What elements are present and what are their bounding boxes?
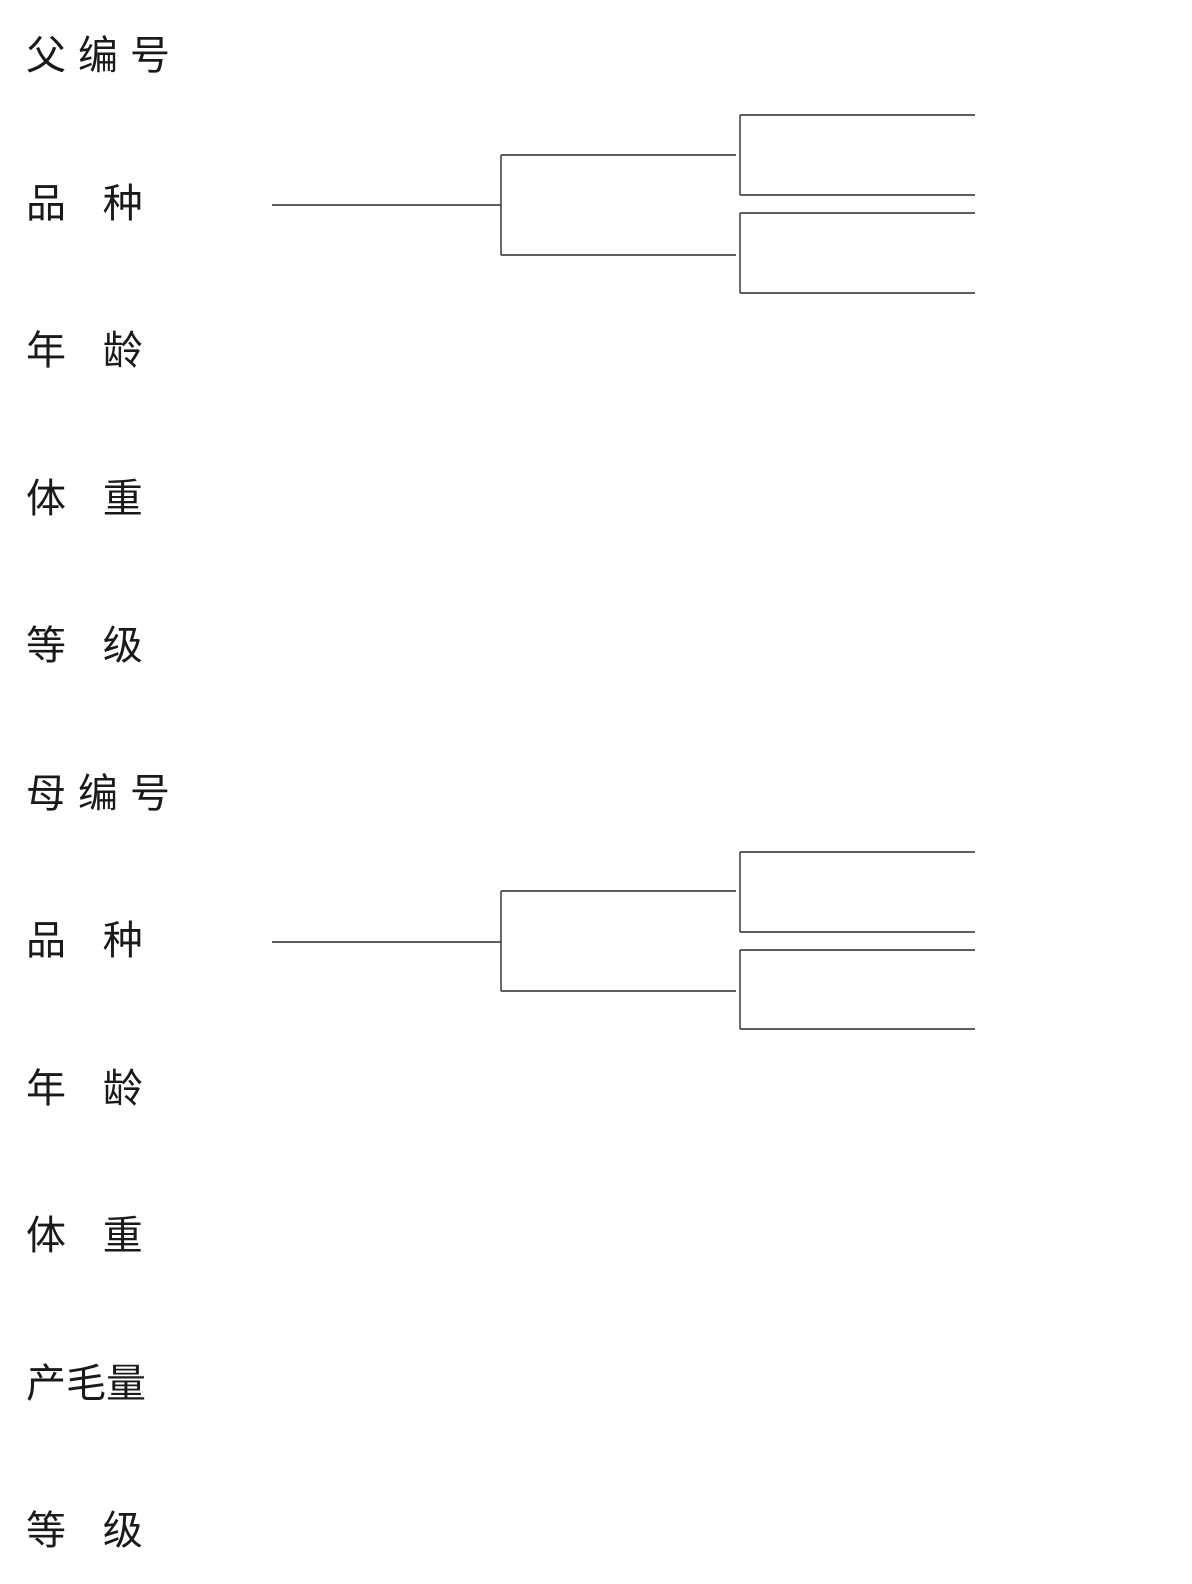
sire-pedigree-bracket [272,114,975,294]
dam-breed-label: 品 种 [26,918,155,964]
dam-pedigree-bracket [272,851,975,1030]
dam-grade-label: 等 级 [26,1508,155,1554]
sire-weight-label: 体 重 [26,476,155,522]
dam-weight-label: 体 重 [26,1213,155,1259]
dam-id-label: 母编号 [26,771,182,817]
dam-wool-yield-label: 产毛量 [26,1361,146,1407]
sire-id-label: 父编号 [26,33,182,79]
dam-age-label: 年 龄 [26,1066,155,1112]
sire-age-label: 年 龄 [26,328,155,374]
sire-breed-label: 品 种 [26,181,155,227]
sire-grade-label: 等 级 [26,623,155,669]
